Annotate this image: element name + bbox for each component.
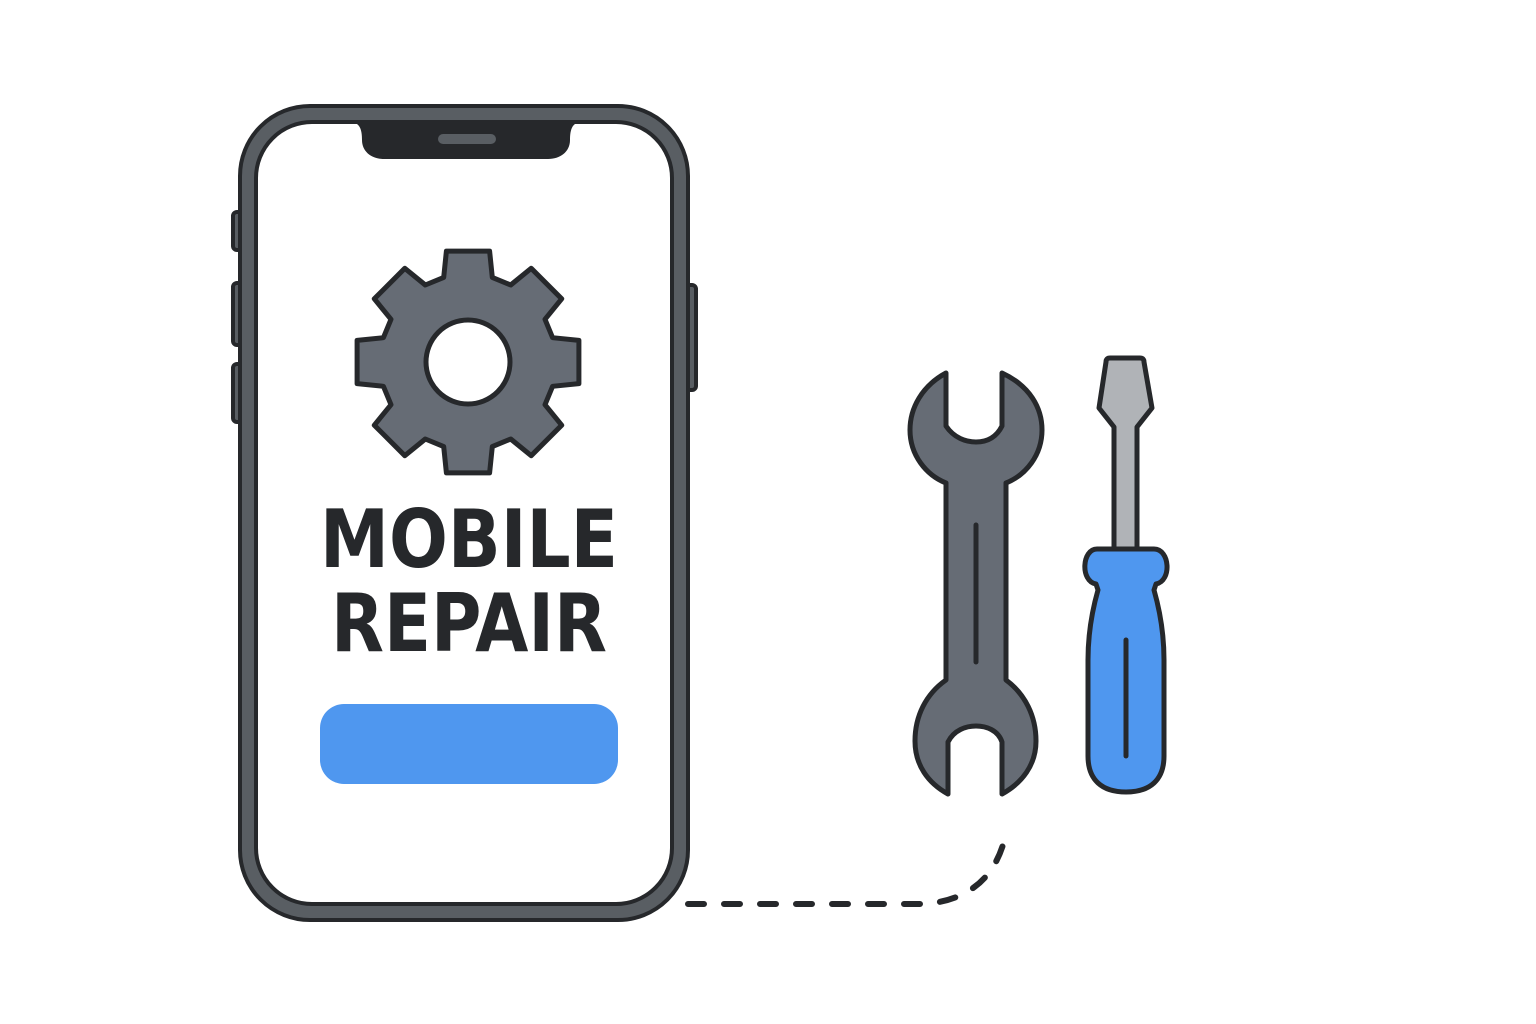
- title-line-2: REPAIR: [331, 577, 607, 670]
- screwdriver-icon: [1082, 355, 1170, 795]
- wrench-icon: [907, 370, 1045, 797]
- title-line-1: MOBILE: [320, 493, 618, 586]
- gear-icon: [354, 248, 582, 476]
- phone-speaker: [438, 134, 496, 144]
- gear-hole: [423, 317, 513, 407]
- dashed-connector-line: [685, 825, 1010, 907]
- screen-action-bar: [320, 704, 618, 784]
- screwdriver-tip: [1096, 355, 1155, 555]
